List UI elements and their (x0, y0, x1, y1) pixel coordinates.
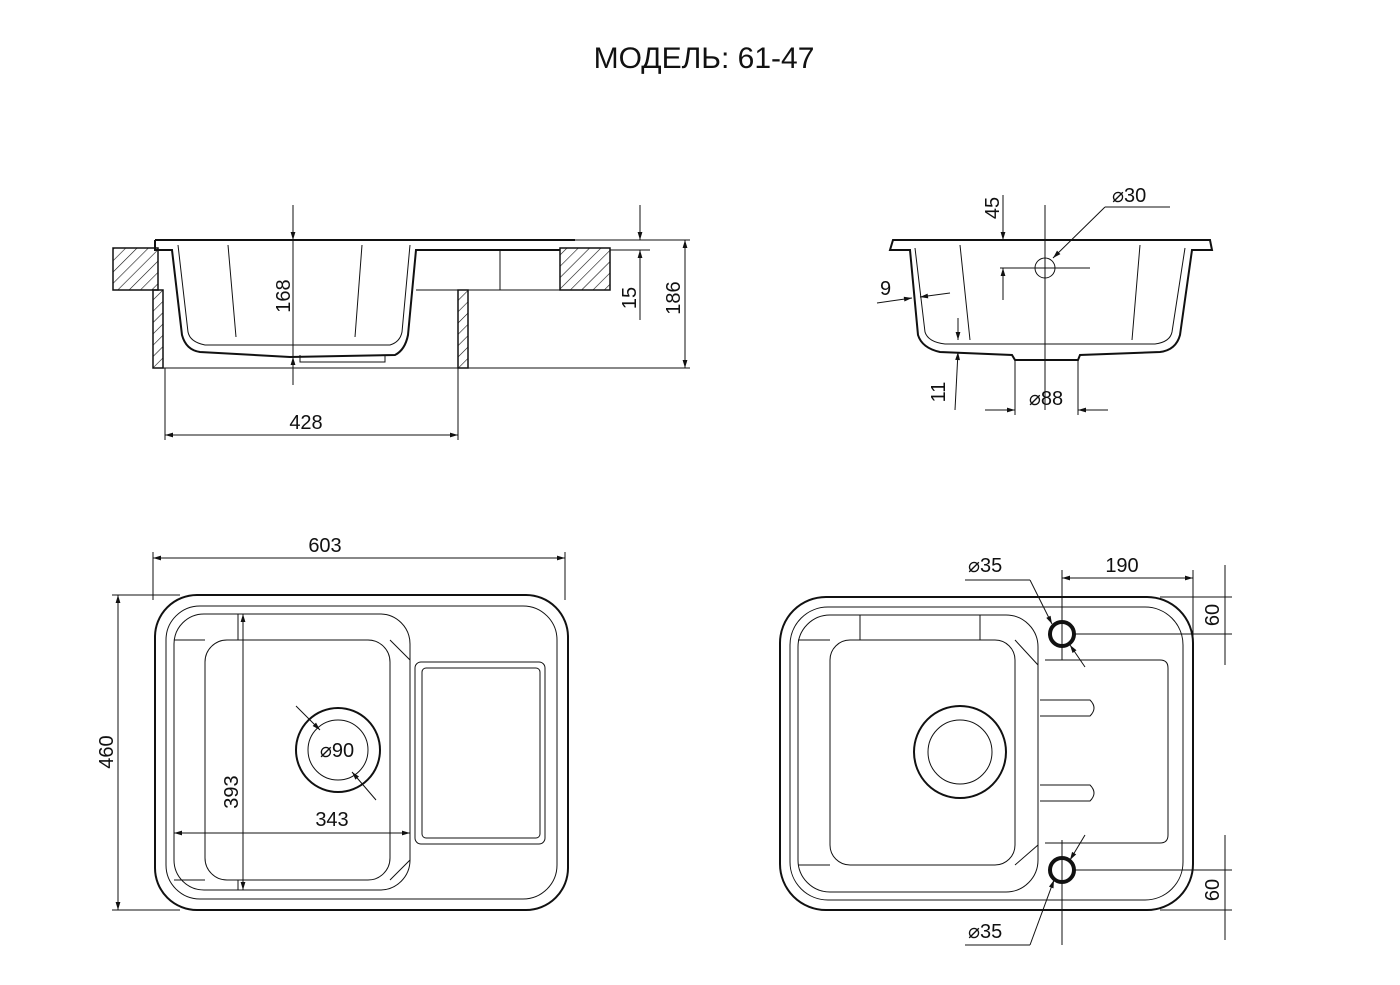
bowl-outline-2 (829, 639, 1016, 866)
cabinet-wall-right (457, 289, 469, 369)
cabinet-wall-left (152, 289, 164, 369)
dim-bowl-height: 393 (221, 775, 243, 808)
dim-offset-x: 190 (1105, 555, 1138, 577)
dim-tap-hole-offset: 45 (982, 197, 1004, 219)
dim-rim: 15 (619, 287, 641, 309)
side-view-long: 168 15 186 428 (112, 205, 690, 440)
tap-hole (1034, 257, 1056, 279)
bowl-outline (204, 639, 391, 881)
side-view-short: ⌀30 45 9 11 ⌀88 (876, 185, 1214, 415)
drain-inner (307, 719, 369, 781)
countertop-left (112, 247, 159, 291)
dim-tap-hole-diameter: ⌀30 (1112, 185, 1146, 207)
dim-total-height: 186 (663, 281, 685, 314)
drain-inner-2 (927, 719, 993, 785)
dim-drain-top: ⌀90 (320, 740, 354, 762)
countertop-right (559, 247, 611, 291)
dim-bottom: 11 (928, 382, 950, 403)
dim-bowl-width: 343 (315, 809, 348, 831)
dim-offset-top: 60 (1202, 604, 1224, 626)
dim-cabinet-width: 428 (289, 412, 322, 434)
dim-depth: 168 (273, 279, 295, 312)
dim-drain: ⌀88 (1029, 388, 1063, 410)
dim-offset-bottom: 60 (1202, 879, 1224, 901)
sink-profile (154, 240, 560, 359)
dim-wall: 9 (880, 278, 891, 300)
model-title: МОДЕЛЬ: 61-47 (594, 42, 815, 75)
dim-hole-top: ⌀35 (968, 555, 1002, 577)
dim-width: 603 (308, 535, 341, 557)
top-view-dimensions: ⌀90 603 460 393 343 (96, 535, 569, 911)
sink-outline-2 (779, 596, 1194, 911)
drain-outer-2 (913, 705, 1007, 799)
sink-outline (154, 594, 569, 911)
dim-height: 460 (96, 735, 118, 768)
top-view-holes: ⌀35 ⌀35 190 60 60 (779, 555, 1232, 946)
drainboard (414, 661, 546, 845)
sink-profile-short (888, 239, 1214, 361)
dim-hole-bottom: ⌀35 (968, 921, 1002, 943)
drain-outer (295, 707, 381, 793)
